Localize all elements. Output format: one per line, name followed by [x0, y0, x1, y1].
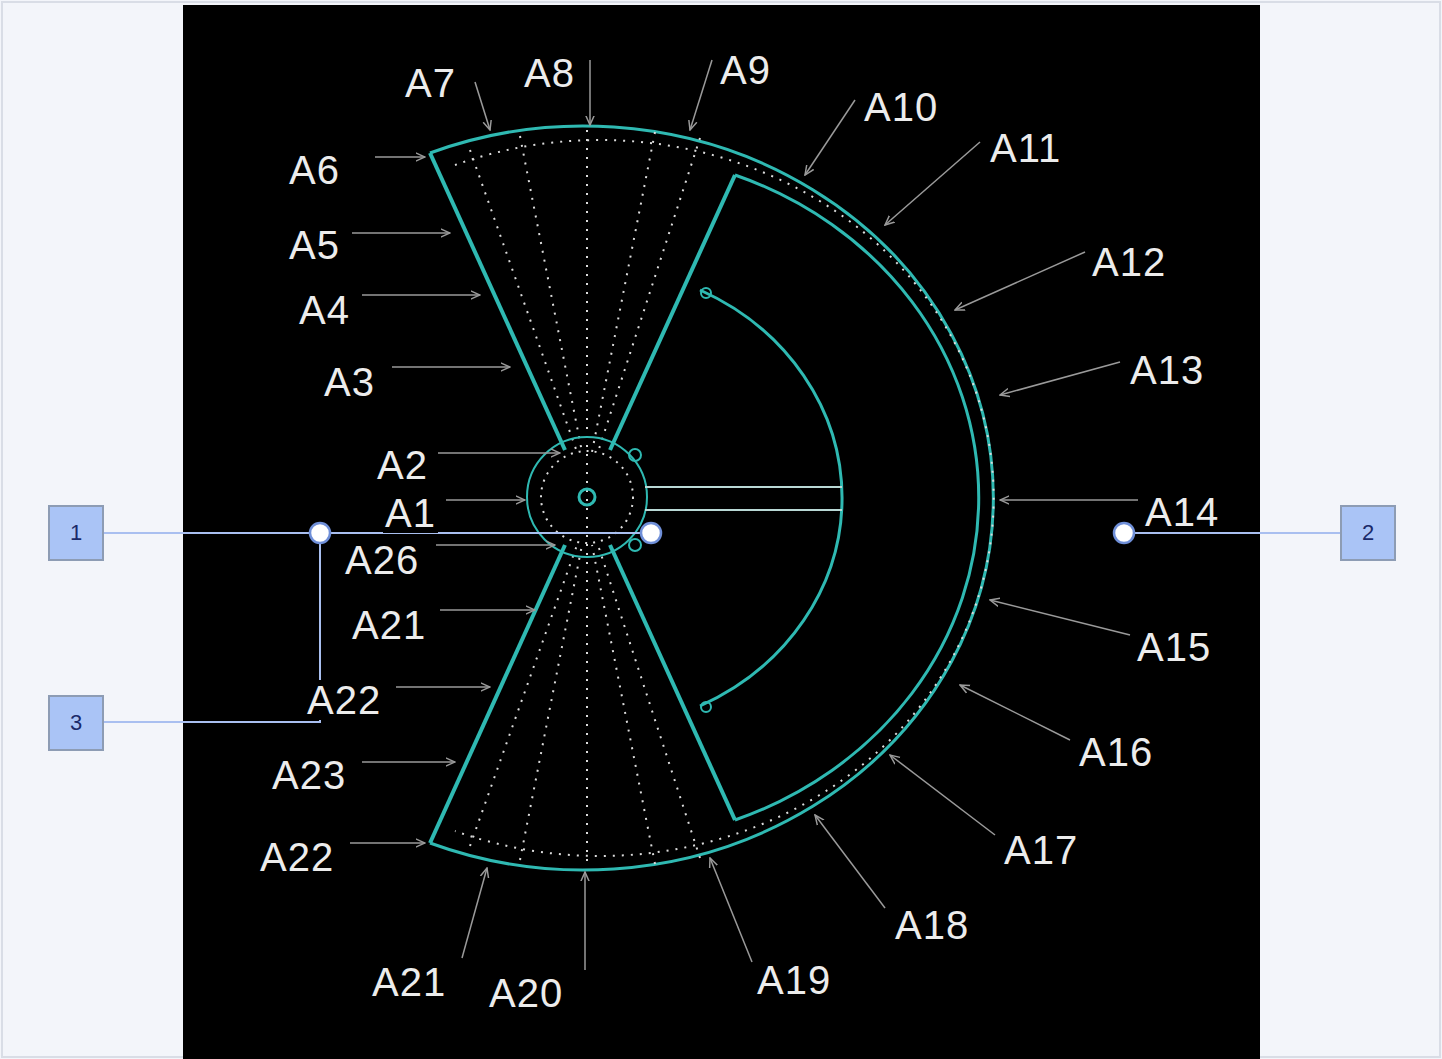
callout-box: 1 [48, 505, 104, 561]
part-label: A15 [1135, 627, 1213, 667]
part-outline [430, 126, 994, 870]
part-label: A21 [370, 962, 448, 1002]
part-label: A1 [383, 493, 438, 533]
part-label: A14 [1143, 492, 1221, 532]
part-label: A3 [322, 362, 377, 402]
part-label: A20 [487, 973, 565, 1013]
leader-line [350, 60, 1138, 970]
part-label: A10 [862, 87, 940, 127]
callout-box: 2 [1340, 505, 1396, 561]
part-label: A26 [343, 540, 421, 580]
part-label: A2 [375, 445, 430, 485]
part-label: A6 [287, 150, 342, 190]
part-label: A22 [258, 837, 336, 877]
part-label: A12 [1090, 242, 1168, 282]
part-label: A23 [270, 755, 348, 795]
callout-box: 3 [48, 695, 104, 751]
part-label: A18 [893, 905, 971, 945]
part-label: A4 [297, 290, 352, 330]
part-label: A13 [1128, 350, 1206, 390]
part-label: A11 [988, 128, 1063, 168]
callout-number: 3 [70, 710, 82, 736]
part-label: A16 [1077, 732, 1155, 772]
part-label: A21 [350, 605, 428, 645]
part-label: A7 [403, 63, 458, 103]
part-label: A5 [287, 225, 342, 265]
part-label: A9 [718, 50, 773, 90]
part-label: A22 [305, 680, 383, 720]
callout-number: 2 [1362, 520, 1374, 546]
callout-number: 1 [70, 520, 82, 546]
part-label: A17 [1002, 830, 1080, 870]
part-label: A8 [522, 53, 577, 93]
part-label: A19 [755, 960, 833, 1000]
